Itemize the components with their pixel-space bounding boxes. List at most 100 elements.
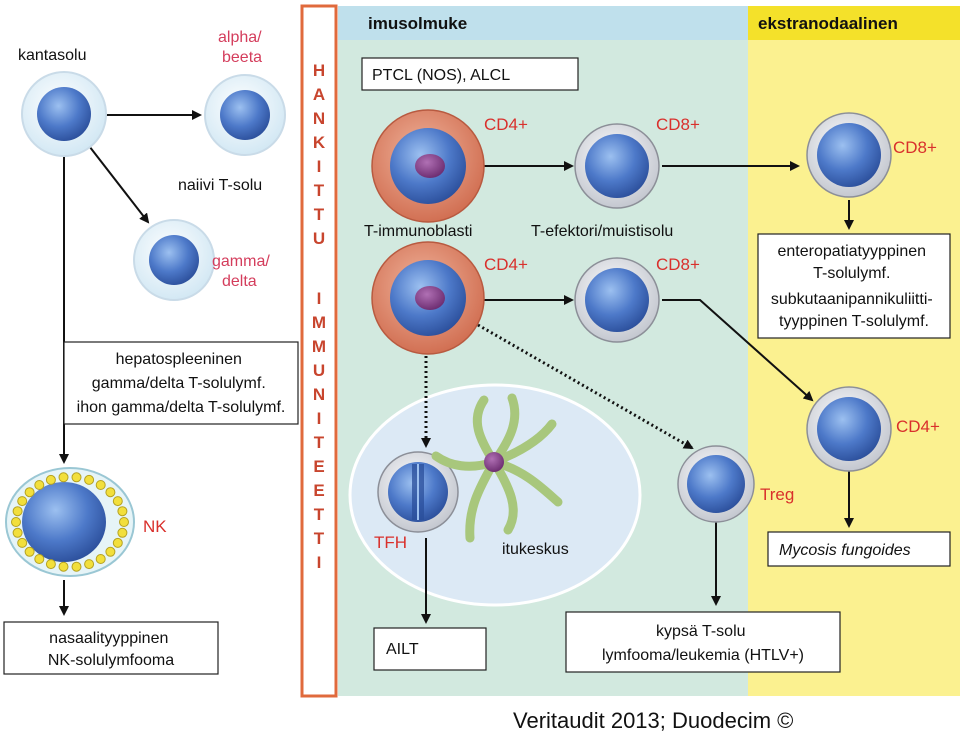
credit-text: Veritaudit 2013; Duodecim © [513, 708, 793, 733]
nk-granule [105, 487, 116, 498]
box-hepatosplenic-line1: hepatospleeninen [116, 351, 242, 368]
box-enteropathy [757, 233, 951, 339]
label-gamma-delta: gamma/ delta [212, 253, 274, 290]
label-cd4-2: CD4+ [484, 255, 528, 274]
label-treg: Treg [760, 485, 794, 504]
nk-granule [17, 537, 28, 548]
box-mature-t [565, 611, 841, 673]
dendritic-cell [431, 393, 563, 543]
vertical-letter: U [313, 229, 325, 248]
label-immunoblast: T-immunoblasti [364, 223, 472, 240]
vertical-letter: M [312, 313, 326, 332]
arrow-stem-gamma [85, 141, 150, 224]
box-enteropathy-line4: tyyppinen T-solulymf. [779, 313, 929, 330]
nk-granule [12, 506, 23, 517]
arrow-blast2-treg [477, 323, 694, 450]
cd4-extranodal-cell [806, 386, 892, 472]
nk-granule [45, 559, 56, 570]
gamma-delta-cell [133, 219, 215, 301]
box-enteropathy-line3: subkutaanipannikuliitti- [771, 291, 933, 308]
vertical-letter: M [312, 337, 326, 356]
nk-granules [11, 472, 129, 572]
vertical-letter: K [313, 133, 326, 152]
stem-cell [21, 71, 107, 157]
box-mycosis [767, 531, 951, 567]
nk-granule [119, 517, 129, 527]
nk-cell [5, 467, 135, 577]
box-hepatosplenic-text: hepatospleeninen gamma/delta T-solulymf.… [77, 351, 286, 416]
box-hepatosplenic [63, 341, 299, 425]
label-cd8-extranodal: CD8+ [893, 138, 937, 157]
box-nasal-nk-line2: NK-solulymfooma [48, 652, 174, 669]
effector-cell-1 [574, 123, 660, 209]
effector-cell-2 [574, 257, 660, 343]
lymph-node-header [338, 6, 748, 40]
label-alpha-beta-line1: alpha/ [218, 29, 262, 46]
nk-granule [117, 506, 128, 517]
box-enteropathy-text: enteropatiatyyppinen T-solulymf. subkuta… [771, 243, 937, 330]
nk-granule [24, 487, 35, 498]
immunoblast-cell-2 [371, 241, 485, 355]
acquired-immunity-frame [300, 4, 338, 698]
nk-granule [84, 474, 95, 485]
nk-granule [95, 480, 106, 490]
nk-granule [34, 480, 45, 490]
vertical-letter: I [317, 409, 322, 428]
box-ptcl [361, 57, 579, 91]
label-alpha-beta-line2: beeta [222, 49, 262, 66]
vertical-letter: N [313, 109, 325, 128]
vertical-letter: A [313, 85, 325, 104]
nk-granule [112, 537, 123, 548]
nk-granule [34, 554, 45, 564]
box-mature-t-text: kypsä T-solu lymfooma/leukemia (HTLV+) [602, 623, 804, 664]
nk-granule [17, 496, 28, 507]
immunoblast-cell-1 [371, 109, 485, 223]
label-effector: T-efektori/muistisolu [531, 223, 673, 240]
vertical-letter: T [314, 505, 325, 524]
box-mature-t-line1: kypsä T-solu [656, 623, 746, 640]
vertical-letter: H [313, 61, 325, 80]
extranodal-header [748, 6, 960, 40]
treg-cell [677, 445, 755, 523]
vertical-letter: U [313, 361, 325, 380]
nk-granule [105, 546, 116, 557]
nk-granule [112, 496, 123, 507]
nk-granule [12, 527, 23, 538]
nk-granule [71, 561, 82, 572]
label-germinal-center: itukeskus [502, 541, 569, 558]
label-cd4-extranodal: CD4+ [896, 417, 940, 436]
vertical-letter: T [314, 433, 325, 452]
vertical-letter: E [313, 457, 324, 476]
vertical-letter: I [317, 157, 322, 176]
label-cd8-1: CD8+ [656, 115, 700, 134]
nk-granule [24, 546, 35, 557]
nk-granule [117, 527, 128, 538]
label-naive: naiivi T-solu [178, 177, 262, 194]
box-nasal-nk-text: nasaalityyppinen NK-solulymfooma [48, 630, 174, 669]
nk-granule [71, 472, 82, 483]
label-cd4-1: CD4+ [484, 115, 528, 134]
nk-granule [45, 474, 56, 485]
label-gamma-delta-line2: delta [222, 273, 257, 290]
vertical-letter: E [313, 481, 324, 500]
box-mature-t-line2: lymfooma/leukemia (HTLV+) [602, 647, 804, 664]
box-enteropathy-line2: T-solulymf. [813, 265, 890, 282]
header-lymph-node: imusolmuke [368, 14, 467, 33]
vertical-letter: N [313, 385, 325, 404]
vertical-letter: I [317, 289, 322, 308]
box-ptcl-text: PTCL (NOS), ALCL [372, 67, 510, 84]
cd8-extranodal-cell [806, 112, 892, 198]
nk-granule [58, 561, 69, 572]
box-ailt [373, 627, 487, 671]
box-enteropathy-line1: enteropatiatyyppinen [777, 243, 926, 260]
box-hepatosplenic-line2: gamma/delta T-solulymf. [92, 375, 266, 392]
nk-granule [95, 554, 106, 564]
nk-granule [84, 559, 95, 570]
box-ailt-text: AILT [386, 641, 419, 658]
label-alpha-beta: alpha/ beeta [218, 29, 266, 66]
label-gamma-delta-line1: gamma/ [212, 253, 270, 270]
vertical-letter: T [314, 205, 325, 224]
box-hepatosplenic-line3: ihon gamma/delta T-solulymf. [77, 399, 286, 416]
